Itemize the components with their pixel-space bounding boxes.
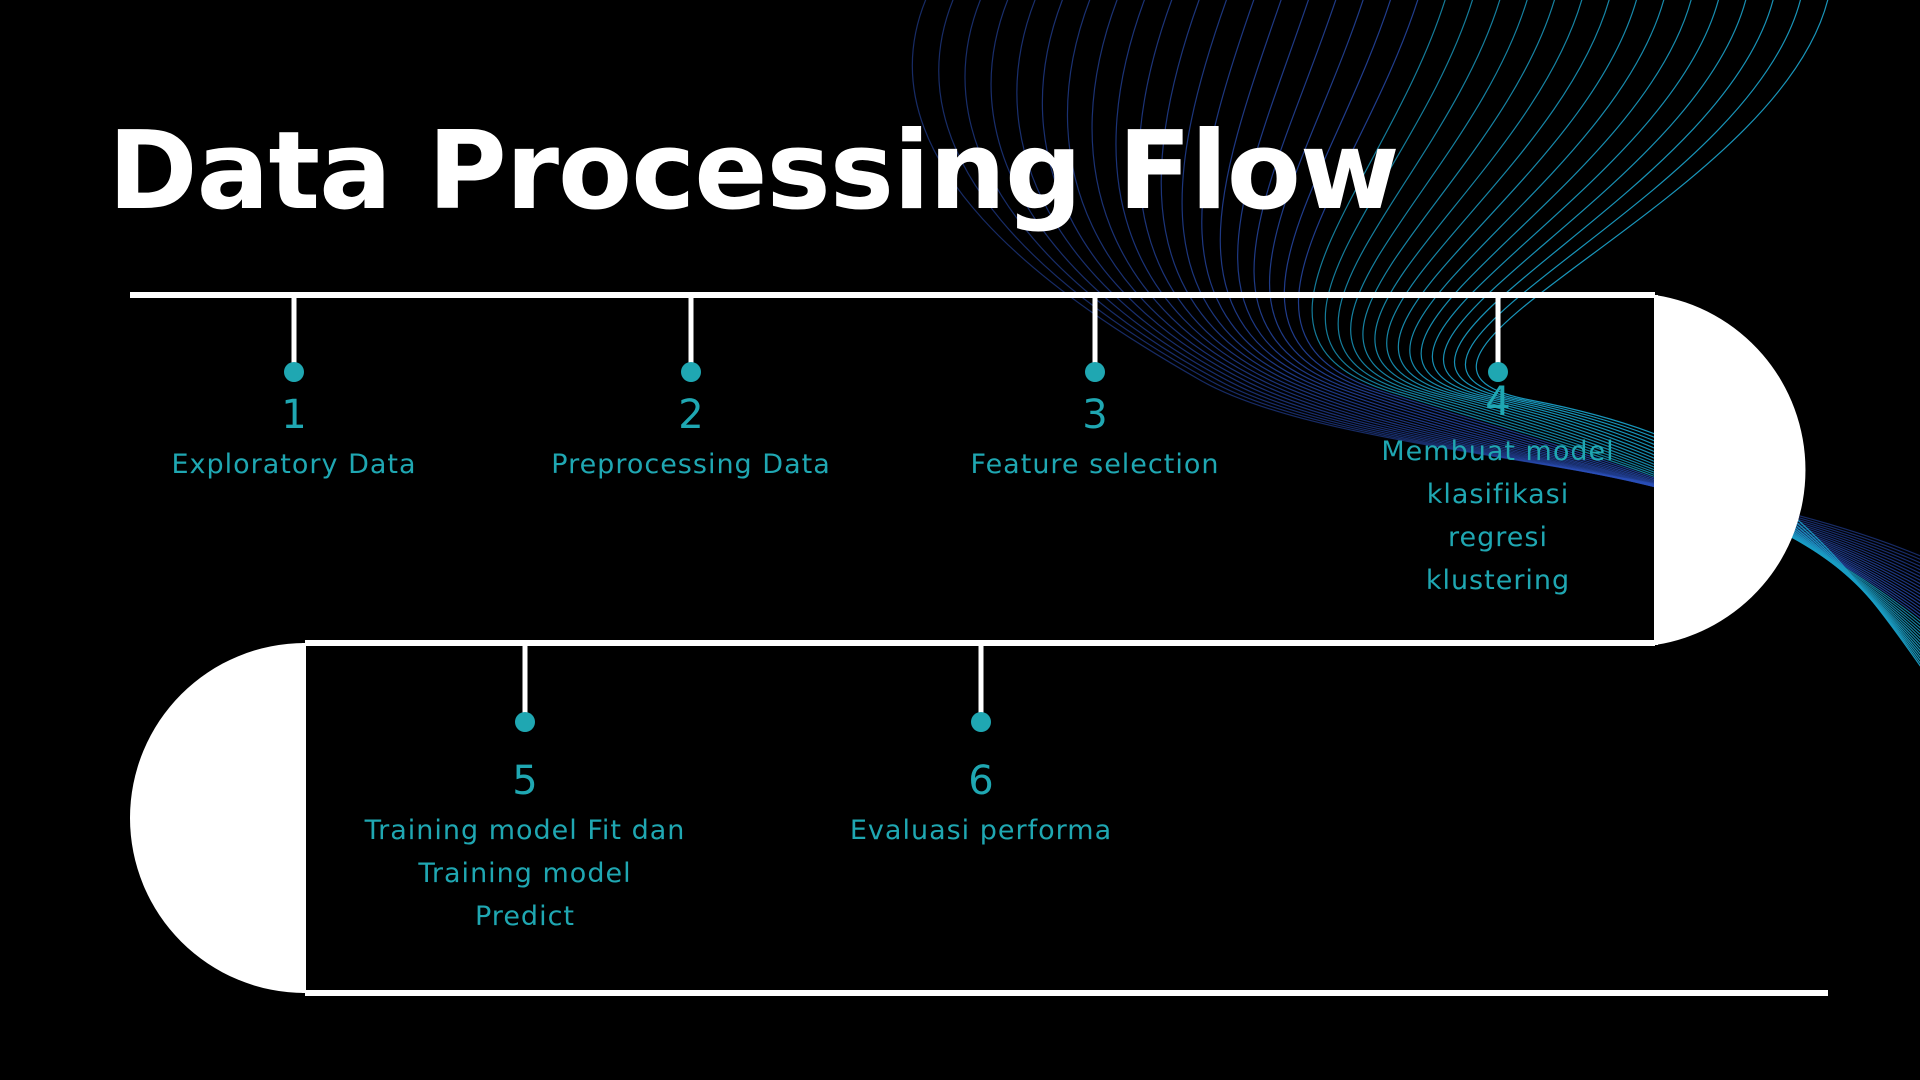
wave-line (1475, 0, 1920, 667)
step-label-line: Training model Fit dan (364, 815, 686, 846)
step-label: Feature selection (971, 443, 1220, 486)
wave-line (1431, 0, 1920, 655)
step-label-line: Membuat model (1381, 436, 1615, 467)
wave-line (1442, 0, 1920, 658)
step-number: 4 (1485, 379, 1511, 425)
step-number: 1 (281, 392, 307, 438)
step-label-line: klasifikasi (1426, 479, 1570, 510)
step-number: 5 (512, 758, 538, 804)
step-label-line: klustering (1425, 565, 1571, 596)
step-label: Evaluasi performa (850, 809, 1112, 852)
wave-line (1464, 0, 1920, 664)
track-left-cap (130, 643, 305, 993)
step-dot-3 (1085, 362, 1105, 382)
step-dot-1 (284, 362, 304, 382)
step-label: Exploratory Data (171, 443, 416, 486)
step-label-line: Evaluasi performa (849, 815, 1113, 846)
step-label-line: Preprocessing Data (551, 449, 831, 480)
step-number: 3 (1082, 392, 1108, 438)
step-dot-6 (971, 712, 991, 732)
step-label-line: Training model (418, 858, 632, 889)
step-label-line: Exploratory Data (171, 449, 417, 480)
step-number: 6 (968, 758, 994, 804)
step-label: Preprocessing Data (551, 443, 830, 486)
step-number: 2 (678, 392, 704, 438)
step-dot-4 (1488, 362, 1508, 382)
step-dot-5 (515, 712, 535, 732)
page-title: Data Processing Flow (108, 109, 1400, 234)
step-label-line: Feature selection (970, 449, 1220, 480)
step-dot-2 (681, 362, 701, 382)
step-label-line: regresi (1448, 522, 1548, 553)
step-label: Membuat model klasifikasi regresi klusterin… (1381, 430, 1614, 602)
track-right-cap (1655, 295, 1806, 645)
wave-line (1453, 0, 1920, 661)
step-connectors (284, 295, 1508, 732)
step-label-line: Predict (475, 901, 575, 932)
